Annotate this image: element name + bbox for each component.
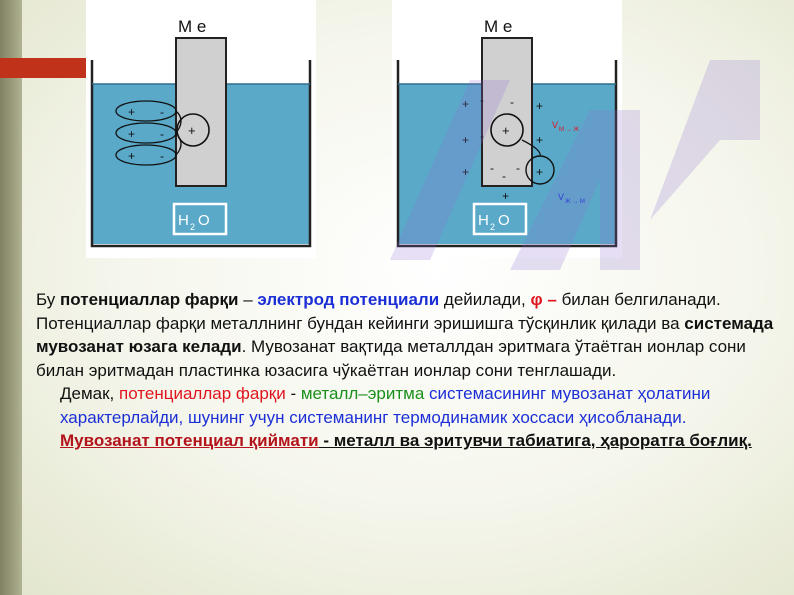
svg-text:+: +: [462, 97, 469, 111]
svg-text:O: O: [498, 212, 510, 229]
paragraph-1: Бу потенциаллар фарқи – электрод потенци…: [36, 290, 774, 380]
svg-text:Ж → M: Ж → M: [565, 199, 585, 205]
electrode-charge: +: [188, 123, 196, 138]
svg-text:2: 2: [190, 222, 195, 232]
electrode-diagram-left: M e + + - + - + - H 2 O: [86, 0, 316, 258]
svg-text:-: -: [160, 105, 164, 119]
svg-text:+: +: [462, 165, 469, 179]
svg-text:M → Ж: M → Ж: [559, 127, 579, 133]
svg-text:H: H: [178, 212, 189, 229]
svg-text:+: +: [536, 99, 543, 113]
svg-text:2: 2: [490, 222, 495, 232]
left-decor-bar: [0, 0, 22, 595]
electrode-diagram-right: M e + + - - + + - + + - - - + + V M → Ж …: [392, 0, 622, 258]
svg-text:-: -: [510, 95, 514, 109]
svg-text:H: H: [478, 212, 489, 229]
svg-text:-: -: [160, 127, 164, 141]
svg-text:+: +: [462, 133, 469, 147]
svg-text:+: +: [536, 165, 543, 179]
svg-text:O: O: [198, 212, 210, 229]
paragraph-2: Демак, потенциаллар фарқи - металл–эритм…: [60, 384, 752, 450]
svg-text:+: +: [128, 105, 135, 119]
velocity-label-top: V: [552, 120, 558, 130]
svg-text:-: -: [516, 161, 520, 175]
svg-text:+: +: [128, 149, 135, 163]
svg-text:+: +: [502, 189, 509, 203]
electrode-plate: [175, 37, 227, 187]
svg-text:+: +: [536, 133, 543, 147]
svg-text:+: +: [128, 127, 135, 141]
svg-text:-: -: [490, 161, 494, 175]
electrode-label-right: M e: [484, 17, 512, 36]
water-box: [172, 202, 228, 236]
svg-text:-: -: [502, 169, 506, 183]
vessel-outline: [90, 60, 312, 248]
svg-text:-: -: [160, 149, 164, 163]
velocity-label-bottom: V: [558, 192, 564, 202]
svg-text:+: +: [502, 123, 510, 138]
svg-text:-: -: [480, 93, 484, 107]
electrode-label: M e: [178, 17, 206, 36]
svg-text:-: -: [480, 129, 484, 143]
main-text: Бу потенциаллар фарқи – электрод потенци…: [36, 288, 776, 453]
